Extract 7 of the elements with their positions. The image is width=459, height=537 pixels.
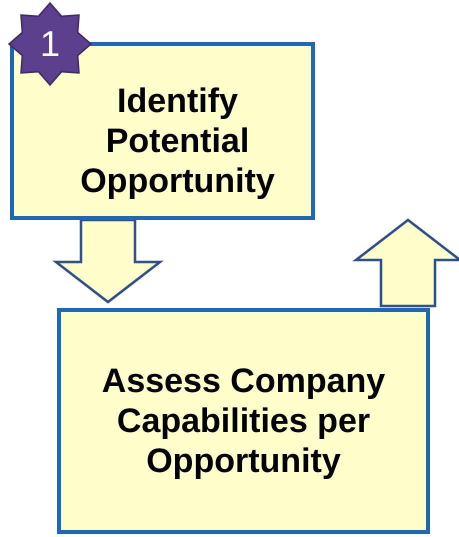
process-box [57,308,430,534]
block-arrow [52,218,164,304]
block-arrow [352,218,459,308]
box-label: Assess Company Capabilities per Opportunity [100,361,386,481]
badge-number: 1 [40,23,60,65]
box-label: Identify Potential Opportunity [79,81,276,201]
star-badge [8,2,92,86]
